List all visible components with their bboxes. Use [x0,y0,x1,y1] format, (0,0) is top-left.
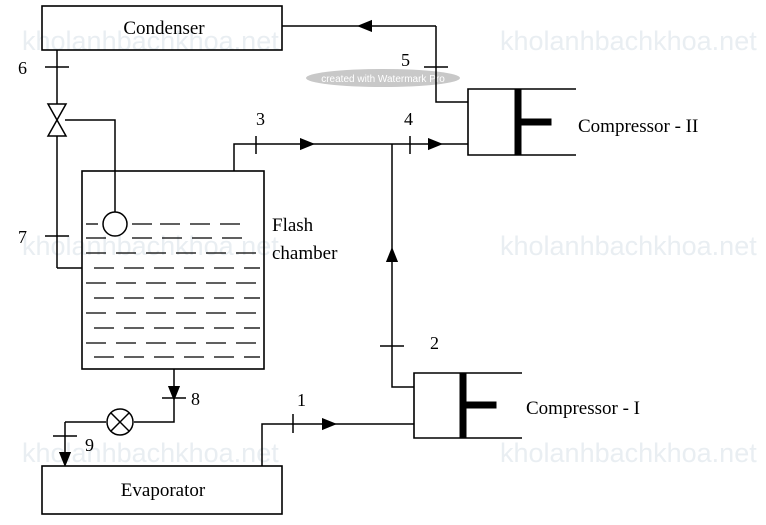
compressor-1-label: Compressor - I [526,398,640,419]
piston-rod [465,401,497,409]
state-point-9: 9 [85,435,94,455]
state-point-3: 3 [256,109,265,129]
state-point-8: 8 [191,389,200,409]
evaporator: Evaporator [41,465,283,515]
watermark-text: kholanhbachkhoa.net [500,438,757,468]
state-point-1: 1 [297,390,306,410]
throttle-valve-icon [106,408,134,436]
state-point-7: 7 [18,227,27,247]
float-ball-icon [102,211,128,237]
watermark-stamp-text: created with Watermark Pro [321,74,445,85]
piston-head [514,88,522,156]
evaporator-label: Evaporator [121,480,206,501]
state-point-6: 6 [18,58,27,78]
compressor-1: Compressor - I [413,372,640,439]
compressor-2-label: Compressor - II [578,116,698,137]
flash-chamber-label: Flash [272,215,314,236]
state-point-2: 2 [430,333,439,353]
piping [56,26,468,466]
expansion-valve-icon [46,103,68,137]
condenser: Condenser [41,5,283,51]
state-point-4: 4 [404,109,413,129]
watermark-text: kholanhbachkhoa.net [500,26,757,56]
pipe-5 [435,26,468,103]
piston-head [459,372,467,439]
flash-chamber-label: chamber [272,243,338,264]
state-point-labels: 1 2 3 4 5 6 7 8 9 [18,50,439,455]
state-point-ticks [45,66,448,437]
watermark-text: kholanhbachkhoa.net [22,438,279,468]
liquid-level-dashes [86,223,260,358]
watermark-stamp [306,69,460,87]
float-control-line [65,119,116,212]
piston-rod [520,118,552,126]
flash-chamber: Flash chamber [81,170,338,370]
condenser-label: Condenser [123,18,205,39]
watermark-text: kholanhbachkhoa.net [22,26,279,56]
watermark-layer: kholanhbachkhoa.net kholanhbachkhoa.net … [22,26,757,468]
watermark-text: kholanhbachkhoa.net [500,231,757,261]
compressor-2: Compressor - II [467,88,698,156]
state-point-5: 5 [401,50,410,70]
